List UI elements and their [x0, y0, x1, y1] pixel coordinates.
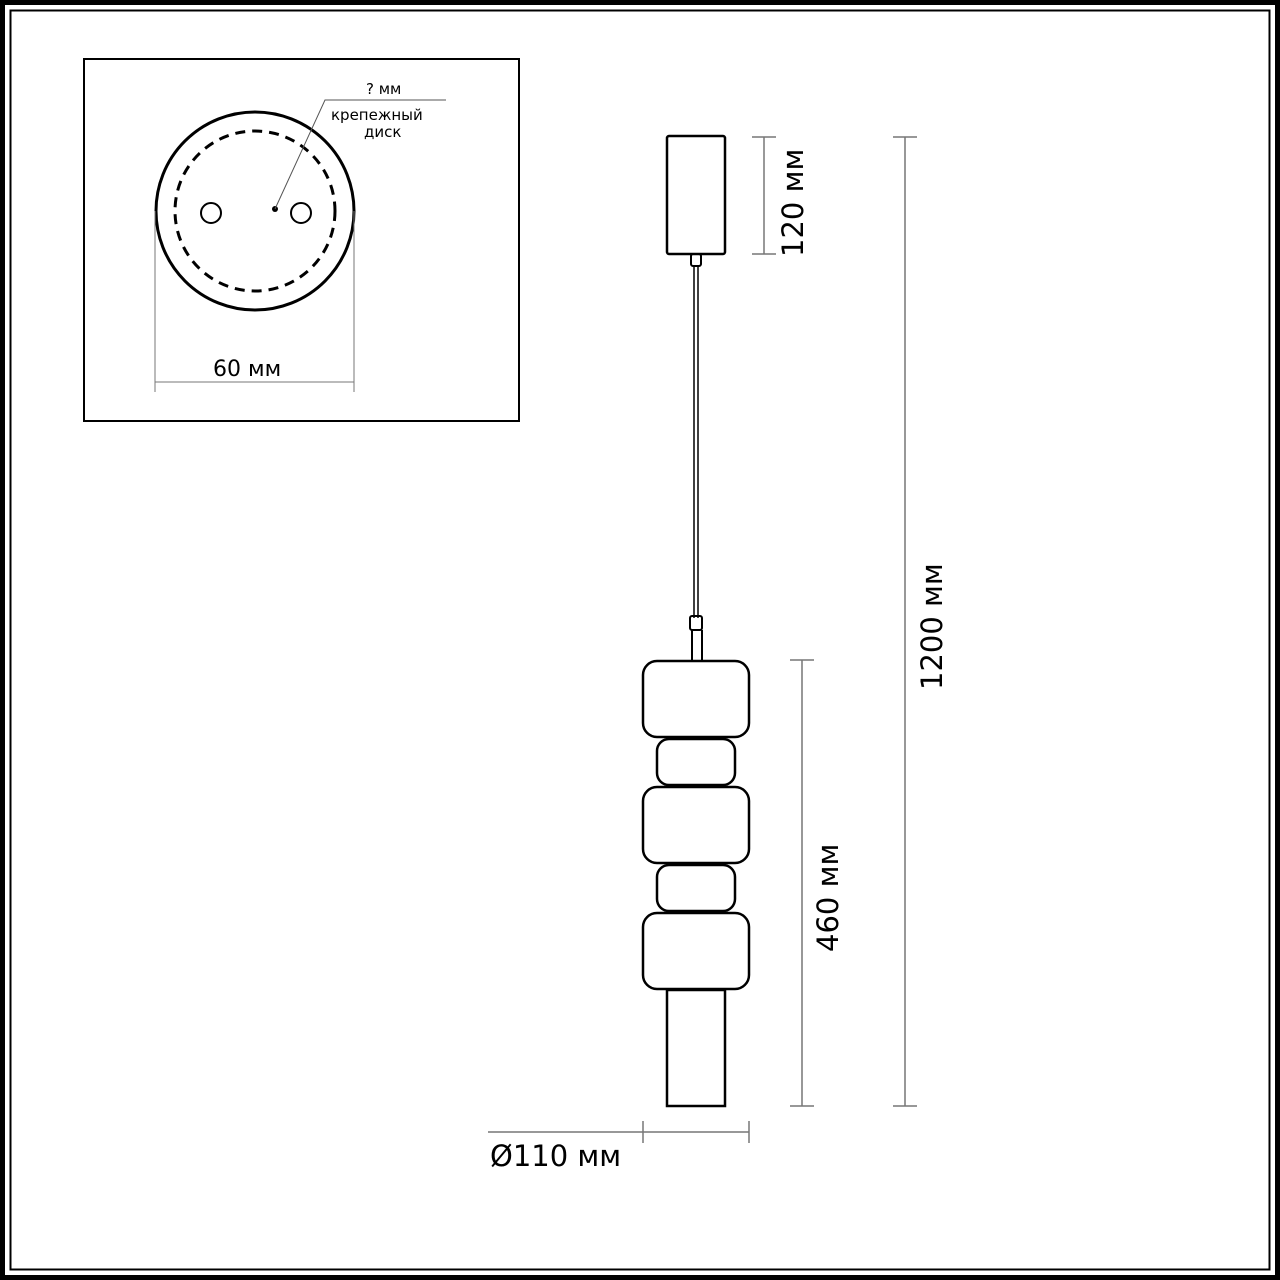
mount-disk-circle — [173, 129, 337, 293]
diameter-label: Ø110 мм — [490, 1139, 621, 1173]
mount-size-label: ? мм — [366, 80, 401, 98]
shade-segment-1 — [641, 659, 751, 739]
shade-segment-2 — [655, 737, 737, 787]
canopy — [665, 134, 727, 256]
shade-segment-3 — [641, 785, 751, 865]
lamp-drawing — [641, 134, 751, 1108]
mount-inset — [83, 58, 520, 422]
canopy-grip — [690, 253, 702, 267]
cord-grip — [689, 615, 703, 631]
shade-segment-4 — [655, 863, 737, 913]
bottom-tube — [665, 988, 727, 1108]
shade-height-label: 460 мм — [811, 844, 845, 952]
mount-disk-label-line1: крепежный — [331, 106, 423, 124]
canopy-height-label: 120 мм — [776, 149, 810, 257]
total-height-label: 1200 мм — [915, 563, 949, 690]
leader-line — [274, 99, 446, 210]
shade-segment-5 — [641, 911, 751, 991]
dimension-lines — [488, 136, 917, 1143]
screw-hole-right — [290, 202, 312, 224]
canopy-width-label: 60 мм — [213, 357, 281, 382]
screw-hole-left — [200, 202, 222, 224]
mount-disk-label-line2: диск — [364, 123, 401, 141]
